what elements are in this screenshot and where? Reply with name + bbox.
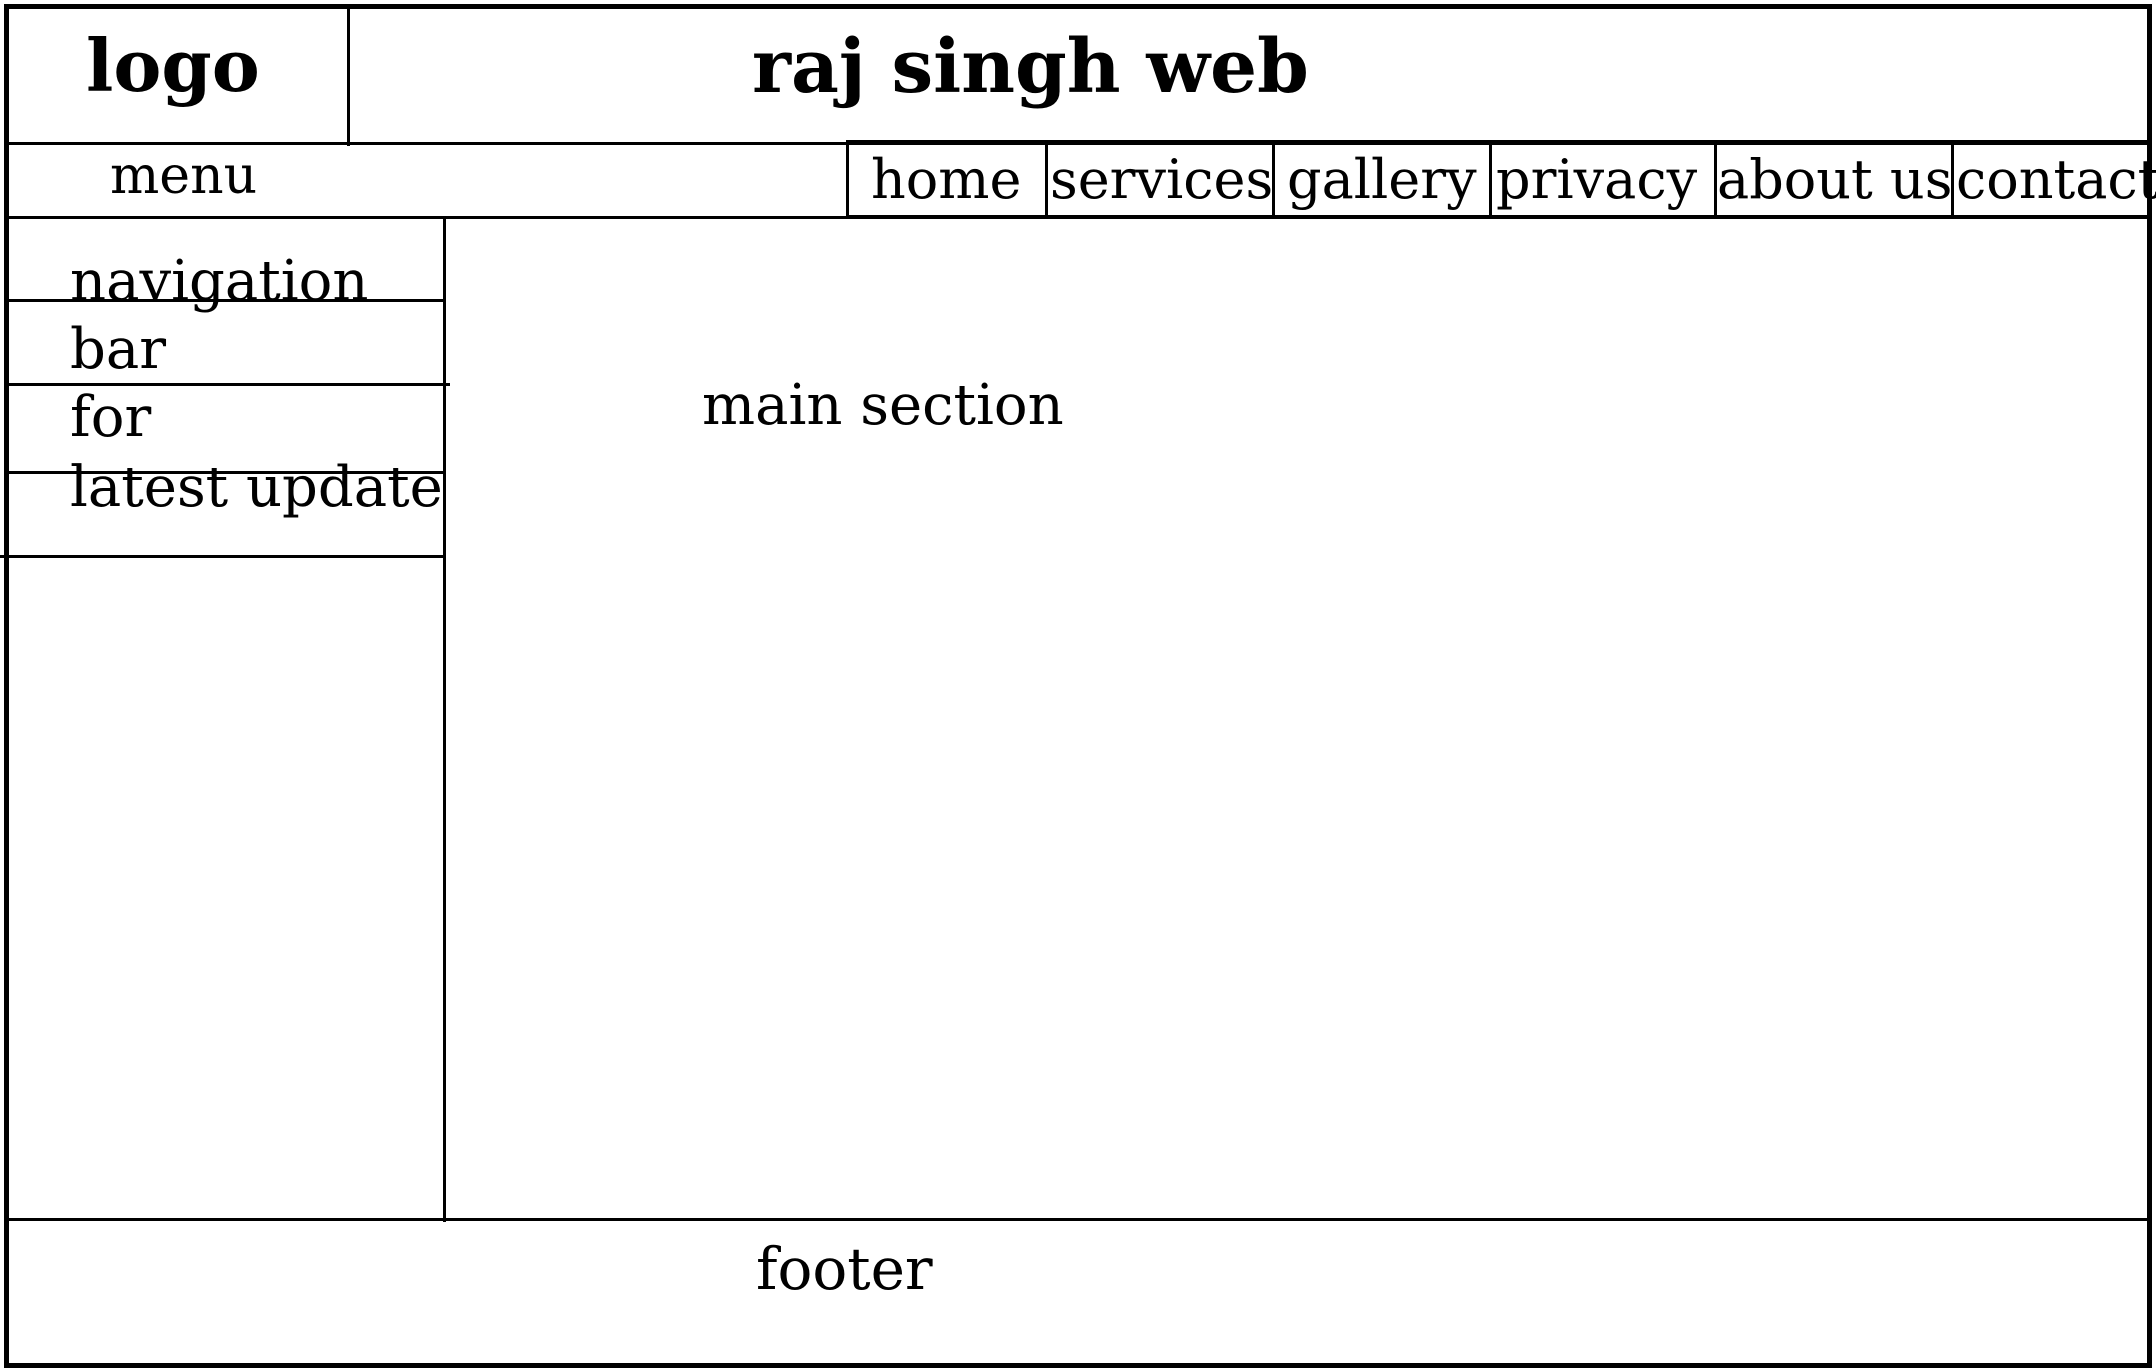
menu-bottom-line — [4, 216, 2152, 219]
page-frame — [4, 4, 2152, 1368]
menu-label: menu — [110, 146, 258, 206]
sidebar-line-for: for — [70, 385, 152, 450]
footer-top-line — [4, 1218, 2152, 1221]
logo[interactable]: logo — [86, 23, 260, 108]
nav-about-us[interactable]: about us — [1714, 140, 1954, 218]
sidebar-rule — [4, 299, 446, 302]
nav-contact[interactable]: contact — [1951, 140, 2156, 218]
nav-privacy[interactable]: privacy — [1489, 140, 1717, 218]
header-bottom-line — [4, 142, 2152, 145]
sidebar-divider — [443, 218, 446, 1222]
nav-home[interactable]: home — [846, 140, 1048, 218]
sidebar-rule — [4, 383, 450, 386]
sidebar-line-latest-update: latest update — [70, 455, 443, 520]
sidebar-rule — [0, 555, 446, 558]
site-title: raj singh web — [752, 24, 1309, 110]
sidebar-line-bar: bar — [70, 317, 167, 382]
footer-label: footer — [756, 1235, 933, 1303]
nav-services[interactable]: services — [1045, 140, 1275, 218]
nav-gallery[interactable]: gallery — [1272, 140, 1492, 218]
header-divider — [347, 4, 350, 146]
main-section-label: main section — [702, 373, 1064, 438]
sidebar-rule — [4, 471, 446, 474]
